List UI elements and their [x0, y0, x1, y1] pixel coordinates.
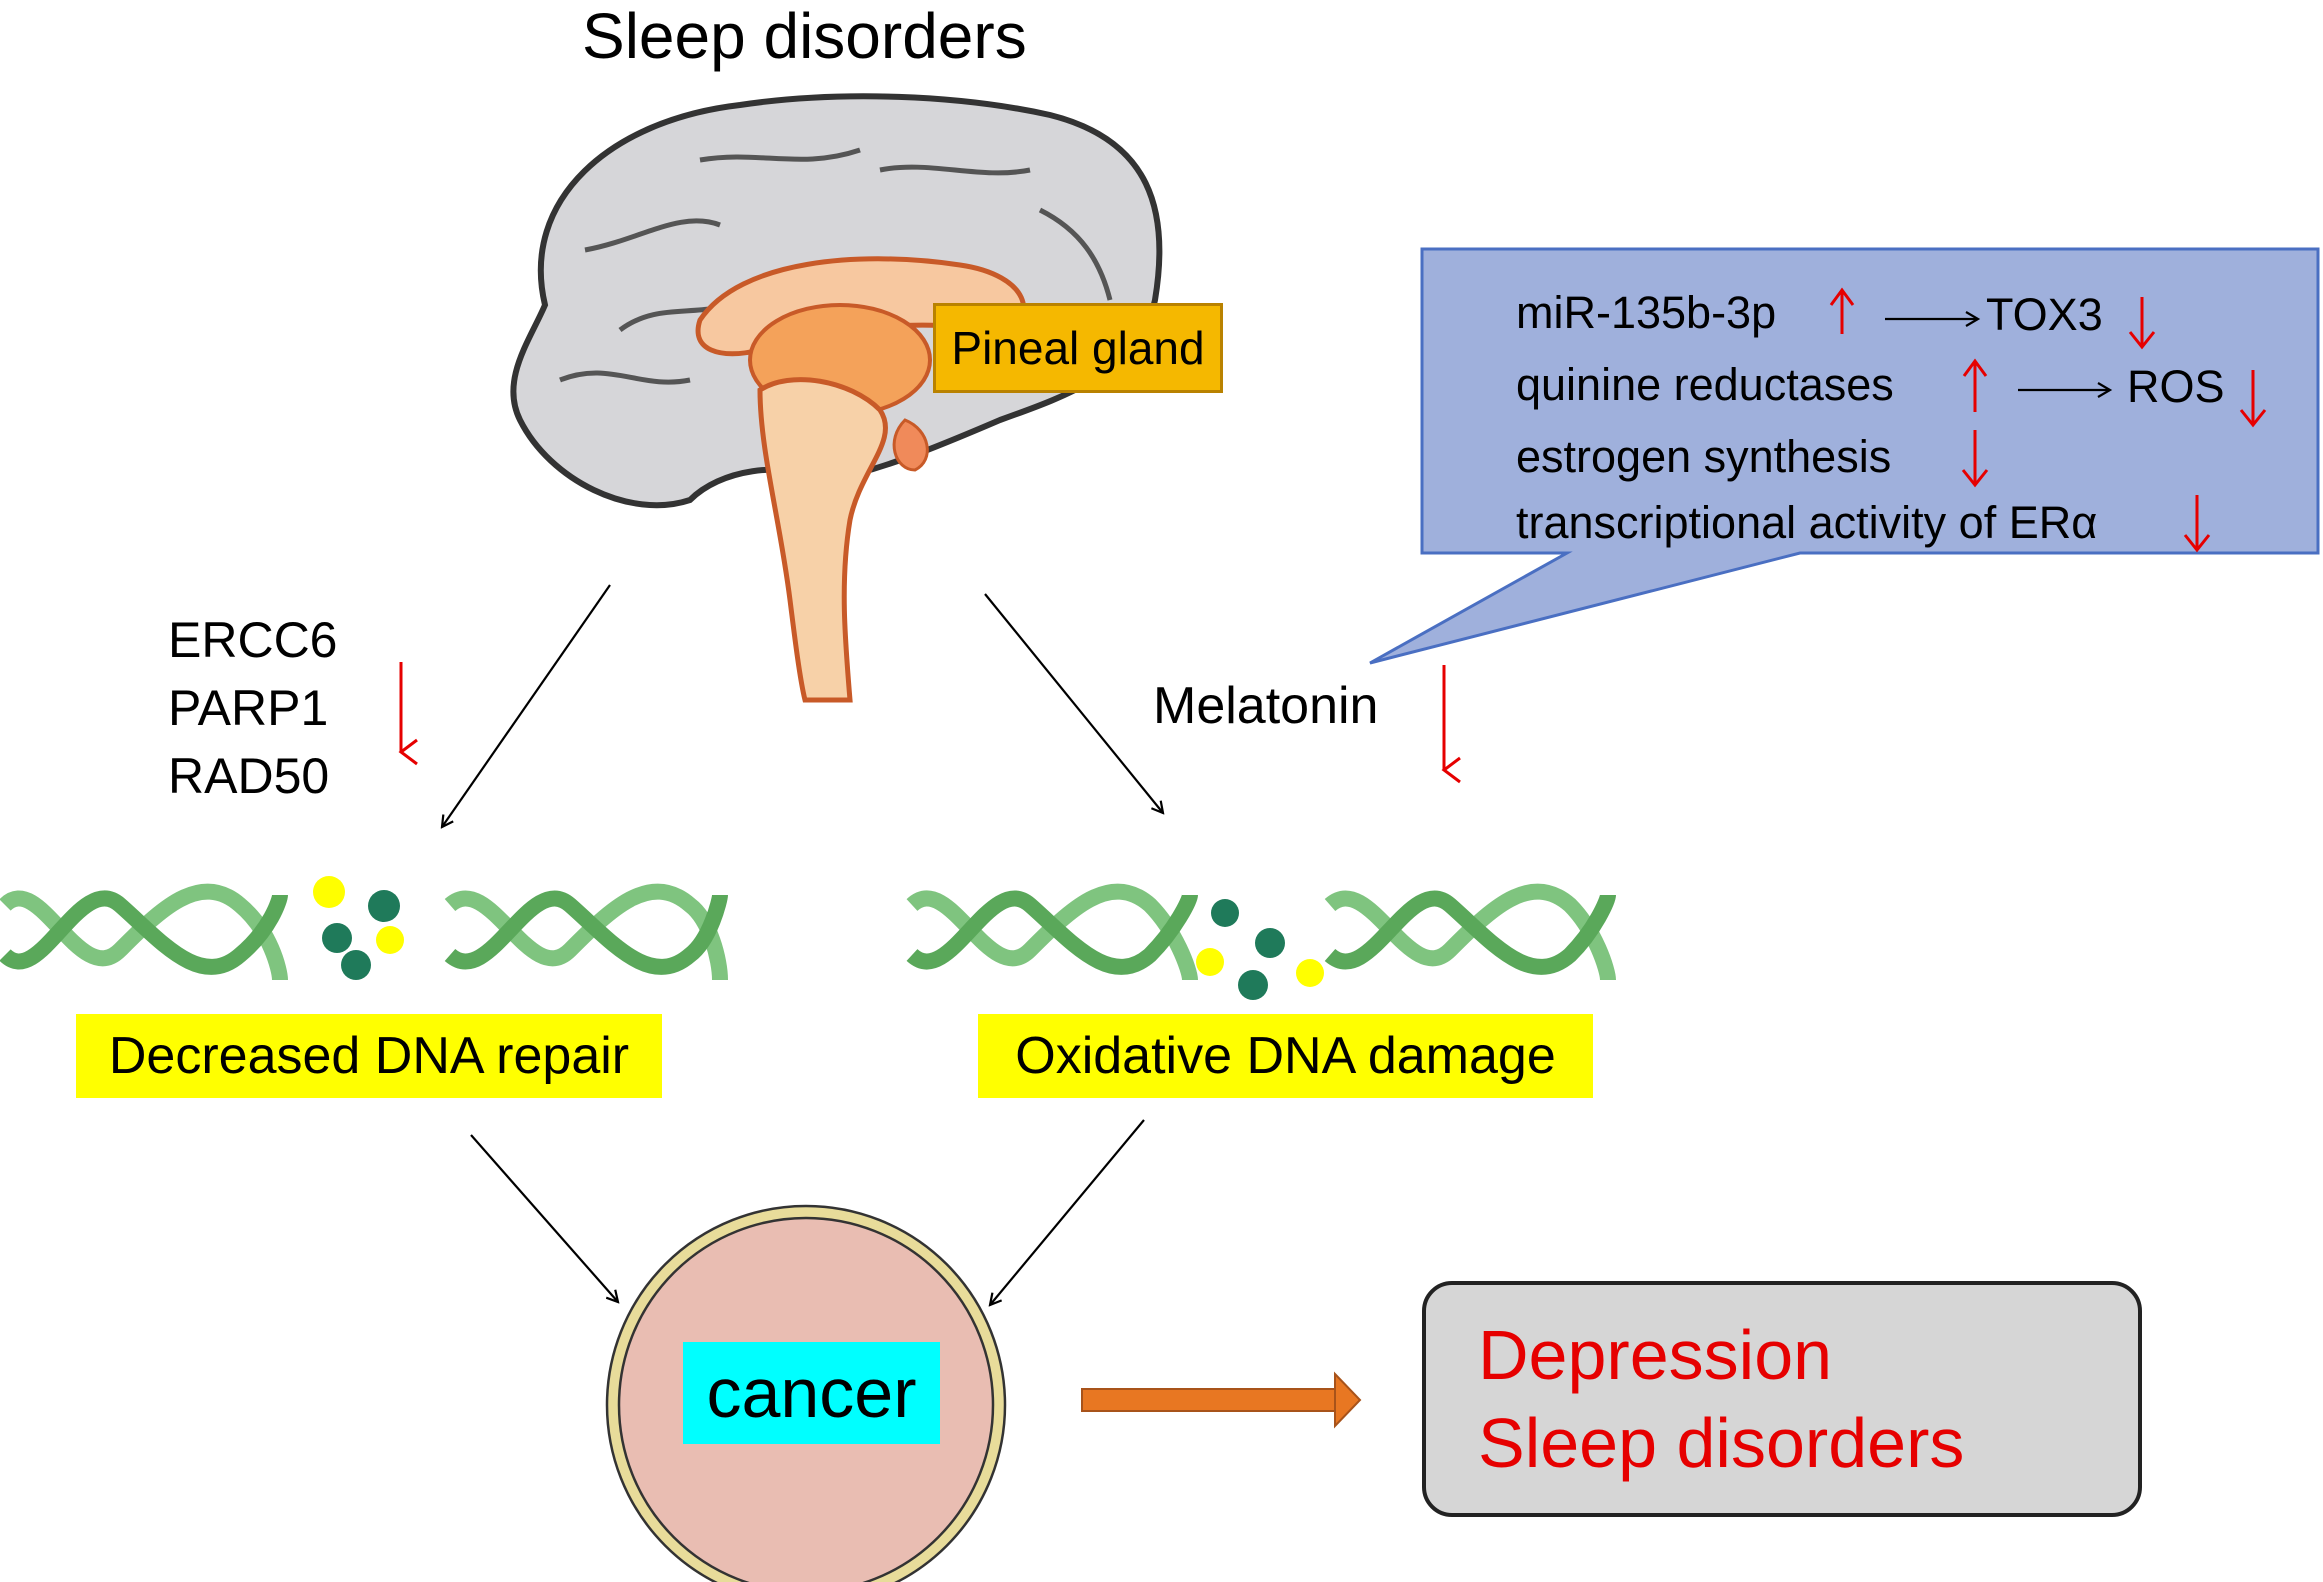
dna-repair-genes: ERCC6 PARP1 RAD50: [168, 606, 337, 810]
gene-label: PARP1: [168, 680, 329, 736]
decreased-dna-repair-label: Decreased DNA repair: [76, 1014, 662, 1098]
callout-line-mir: miR-135b-3p: [1516, 287, 1777, 338]
consequence-line-sleep: Sleep disorders: [1478, 1404, 1965, 1482]
callout-target-ros: ROS: [2127, 361, 2225, 412]
melatonin-callout: [1369, 247, 2320, 665]
arrow-to-dna-damage: [984, 593, 1163, 813]
callout-target-tox3: TOX3: [1986, 289, 2103, 340]
gene-label: ERCC6: [168, 612, 338, 668]
cancer-label: cancer: [683, 1342, 940, 1444]
consequence-line-depression: Depression: [1478, 1316, 1833, 1394]
callout-line-estrogen: estrogen synthesis: [1516, 431, 1892, 482]
arrow-damage-to-cancer: [990, 1119, 1145, 1305]
callout-line-era: transcriptional activity of ERα: [1516, 497, 2098, 548]
dna-helix-left-icon: [0, 876, 728, 981]
oxidative-dna-damage-label: Oxidative DNA damage: [978, 1014, 1593, 1098]
cancer-to-outcome-arrow-icon: [1081, 1371, 1362, 1429]
dna-helix-right-icon: [906, 883, 1616, 1000]
page-title: Sleep disorders: [582, 0, 1027, 72]
arrow-repair-to-cancer: [470, 1134, 618, 1302]
arrow-to-dna-repair: [442, 584, 611, 827]
pineal-gland-label: Pineal gland: [933, 303, 1223, 393]
consequence-box: Depression Sleep disorders: [1422, 1281, 2142, 1517]
callout-line-quinine: quinine reductases: [1516, 359, 1894, 410]
callout-flow-arrows: [1885, 311, 2113, 398]
brain-sagittal-icon: [510, 93, 1163, 703]
melatonin-label: Melatonin: [1153, 677, 1379, 735]
gene-label: RAD50: [168, 748, 330, 804]
callout-direction-arrows: [1829, 287, 2267, 553]
